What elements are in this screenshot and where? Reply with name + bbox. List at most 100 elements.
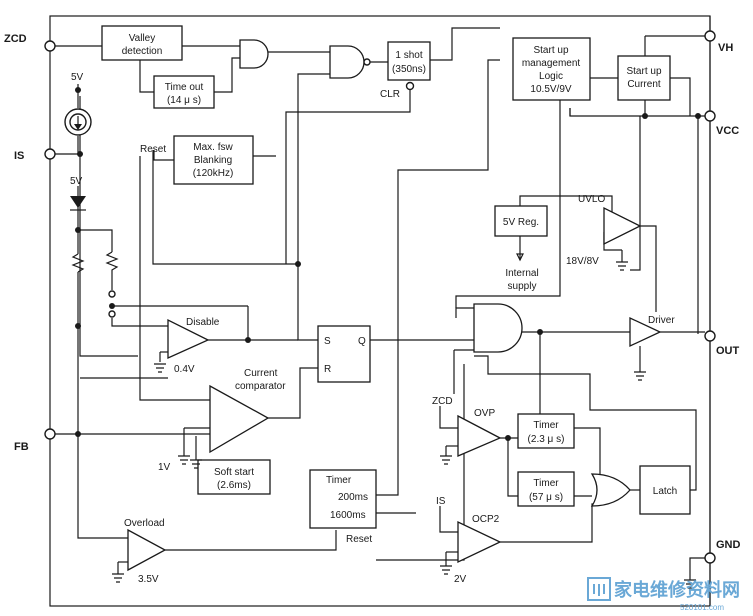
ovp-comparator: OVP ZCD <box>432 396 502 457</box>
resistor-2 <box>105 251 119 274</box>
one-shot-block: 1 shot (350ns) CLR <box>380 41 431 100</box>
valley-detection-block: Valley detection <box>101 25 183 61</box>
svg-text:(120kHz): (120kHz) <box>193 168 234 179</box>
current-source <box>64 87 92 136</box>
ocp2-comparator: OCP2 IS 2V <box>436 496 502 585</box>
svg-text:management: management <box>522 58 581 69</box>
svg-text:VCC: VCC <box>716 125 739 137</box>
svg-text:Timer: Timer <box>533 478 559 489</box>
junctions <box>75 113 701 441</box>
svg-text:UVLO: UVLO <box>578 194 605 205</box>
watermark-logo: 家电维修资料网 520101.com <box>587 577 740 612</box>
svg-text:10.5V/9V: 10.5V/9V <box>530 84 571 95</box>
svg-text:(2.6ms): (2.6ms) <box>217 480 251 491</box>
svg-text:Blanking: Blanking <box>194 155 232 166</box>
svg-text:VH: VH <box>718 42 733 54</box>
svg-text:Max. fsw: Max. fsw <box>193 142 233 153</box>
timer-2-3us-block: Timer (2.3 μ s) <box>517 413 575 449</box>
wiring <box>55 16 711 606</box>
svg-text:Overload: Overload <box>124 518 165 529</box>
svg-text:Timer: Timer <box>326 475 352 486</box>
svg-text:家电维修资料网: 家电维修资料网 <box>614 579 740 600</box>
svg-text:Q: Q <box>358 336 366 347</box>
svg-text:(57 μ s): (57 μ s) <box>529 492 563 503</box>
timer-main-block: Timer 200ms 1600ms Reset <box>309 469 377 545</box>
svg-text:Time out: Time out <box>165 82 204 93</box>
internal-supply-label-1: Internal <box>505 268 538 279</box>
v1-label: 1V <box>158 462 171 473</box>
svg-text:Disable: Disable <box>186 317 220 328</box>
internal-supply-arrow <box>516 253 524 262</box>
timeout-block: Time out (14 μ s) <box>153 75 215 109</box>
driver-buffer: Driver <box>629 315 675 348</box>
svg-text:1600ms: 1600ms <box>330 510 366 521</box>
reset-label-2: Reset <box>346 534 372 545</box>
svg-text:1 shot: 1 shot <box>395 50 422 61</box>
svg-text:Driver: Driver <box>648 315 675 326</box>
svg-text:GND: GND <box>716 539 741 551</box>
reset-link <box>153 150 174 161</box>
internal-supply-label-2: supply <box>508 281 537 292</box>
pin-is: IS <box>14 148 56 162</box>
v2-label: 2V <box>454 574 467 585</box>
startup-logic-block: Start up management Logic 10.5V/9V <box>512 37 591 101</box>
svg-text:Current: Current <box>627 79 661 90</box>
svg-text:520101.com: 520101.com <box>680 603 724 612</box>
svg-text:Start up: Start up <box>626 66 661 77</box>
or-gate <box>590 473 631 507</box>
ground-symbols <box>112 261 696 589</box>
switch-contact <box>108 290 116 318</box>
svg-text:OUT: OUT <box>716 345 740 357</box>
soft-start-block: Soft start (2.6ms) <box>197 459 271 495</box>
svg-text:Logic: Logic <box>539 71 563 82</box>
sr-flip-flop: S R Q <box>317 325 371 383</box>
v5-mid-label: 5V <box>70 176 83 187</box>
svg-text:(2.3 μ s): (2.3 μ s) <box>528 434 565 445</box>
timer-57us-block: Timer (57 μ s) <box>517 471 575 507</box>
max-fsw-block: Max. fsw Blanking (120kHz) <box>173 135 254 185</box>
latch-block: Latch <box>639 465 691 515</box>
svg-text:5V Reg.: 5V Reg. <box>503 217 539 228</box>
svg-text:Current: Current <box>244 368 278 379</box>
svg-text:OVP: OVP <box>474 408 495 419</box>
pin-vh: VH <box>704 30 733 54</box>
startup-current-block: Start up Current <box>617 55 671 101</box>
nand-gate <box>329 45 371 79</box>
svg-text:Soft start: Soft start <box>214 467 254 478</box>
pin-zcd: ZCD <box>4 33 56 52</box>
diode <box>70 196 86 211</box>
disable-comparator: Disable 0.4V <box>167 317 220 375</box>
svg-text:FB: FB <box>14 441 29 453</box>
and-gate-1 <box>239 39 269 69</box>
uvlo-threshold: 18V/8V <box>566 256 599 267</box>
disable-threshold: 0.4V <box>174 364 195 375</box>
overload-threshold: 3.5V <box>138 574 159 585</box>
svg-text:R: R <box>324 364 331 375</box>
overload-comparator: Overload 3.5V <box>124 518 167 585</box>
svg-text:Timer: Timer <box>533 420 559 431</box>
and-gate-2 <box>473 303 523 353</box>
reset-label-1: Reset <box>140 144 166 155</box>
is-input-label: IS <box>436 496 446 507</box>
reg-5v-block: 5V Reg. <box>494 205 548 237</box>
uvlo-comparator: UVLO 18V/8V <box>566 194 642 267</box>
svg-text:(14 μ s): (14 μ s) <box>167 95 201 106</box>
svg-text:comparator: comparator <box>235 381 286 392</box>
svg-text:(350ns): (350ns) <box>392 64 426 75</box>
svg-text:Latch: Latch <box>653 486 677 497</box>
svg-text:200ms: 200ms <box>338 492 368 503</box>
clr-label: CLR <box>380 89 400 100</box>
svg-text:Valley: Valley <box>129 33 156 44</box>
resistor-1 <box>71 253 85 273</box>
svg-text:ZCD: ZCD <box>4 33 27 45</box>
current-comparator: Current comparator <box>209 368 286 454</box>
v5-top-label: 5V <box>71 72 84 83</box>
svg-text:OCP2: OCP2 <box>472 514 500 525</box>
svg-text:Start up: Start up <box>533 45 568 56</box>
zcd-input-label: ZCD <box>432 396 453 407</box>
svg-text:detection: detection <box>122 46 163 57</box>
svg-text:IS: IS <box>14 150 24 162</box>
pin-fb: FB <box>14 428 56 453</box>
svg-text:S: S <box>324 336 331 347</box>
